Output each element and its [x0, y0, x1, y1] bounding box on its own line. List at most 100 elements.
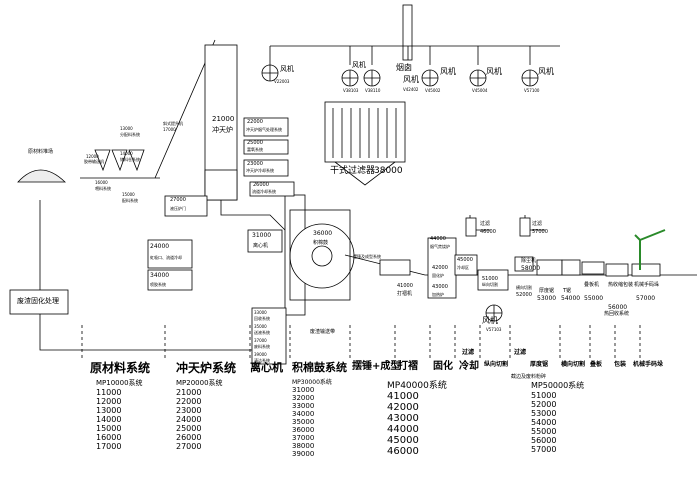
dry-filter	[324, 101, 406, 163]
code-label: 31000	[252, 232, 272, 239]
code-label: 39000	[254, 352, 267, 357]
mp-item: 56000	[531, 436, 557, 445]
robot-arm	[634, 229, 666, 270]
code-label: 37000	[254, 338, 267, 343]
system-name: 固化	[433, 361, 453, 372]
mp-title: MP50000系统	[531, 381, 585, 390]
mp-item: 15000	[96, 424, 122, 433]
system-name: 包装	[614, 361, 627, 368]
conveyor	[80, 39, 216, 179]
fan-code: V38110	[365, 88, 381, 93]
code-label: 14000	[120, 151, 133, 156]
caption: 喷胶系统	[150, 282, 166, 287]
caption: 清洁系统	[254, 358, 270, 363]
cupola-code: 21000	[212, 115, 235, 123]
chimney	[402, 4, 413, 61]
mp-item: 26000	[176, 433, 202, 442]
mp-item: 14000	[96, 415, 122, 424]
code-label: 54000	[561, 295, 581, 302]
top-duct	[269, 45, 560, 65]
filter-name: 干式过滤器	[330, 166, 376, 176]
mp-item: 42000	[387, 402, 419, 413]
fan-label: 风机	[280, 65, 294, 73]
section-separators	[81, 325, 641, 360]
code-label: 27000	[170, 197, 186, 203]
mp-item: 38000	[292, 442, 315, 450]
code-label: 24000	[150, 243, 170, 250]
caption: 离心机	[253, 243, 269, 249]
mp-item: 45000	[387, 435, 419, 446]
fan-icon	[341, 69, 359, 87]
code-label: 36000	[313, 230, 333, 237]
caption: 除尘机	[521, 258, 537, 264]
caption: 叠板机	[584, 282, 600, 288]
mp-item: 21000	[176, 388, 202, 397]
caption: 冷却区	[457, 265, 469, 270]
caption: 配料系统	[122, 198, 138, 203]
caption: 储料仓系统	[120, 157, 140, 162]
fan-label: 风机	[482, 316, 498, 325]
code-label: 57000	[636, 295, 656, 302]
fan-code: V57100	[524, 88, 540, 93]
mp-group: MP20000系统 21000 22000 23000 24000 25000 …	[176, 378, 223, 451]
caption: 打褶机	[397, 291, 413, 297]
mp-group: MP50000系统 51000 52000 53000 54000 55000 …	[531, 380, 584, 454]
system-name: 过滤	[514, 349, 527, 356]
caption: 回收系统	[254, 316, 270, 321]
caption: 横向切割	[516, 285, 532, 290]
code-label: 35000	[254, 324, 267, 329]
system-name: 叠板	[590, 361, 603, 368]
mp-item: 51000	[531, 391, 557, 400]
fan-label: 风机	[403, 75, 419, 84]
mp-item: 33000	[292, 402, 315, 410]
code-label: 44000	[430, 236, 446, 242]
caption: 热回收系统	[604, 311, 630, 317]
mp-item: 22000	[176, 397, 202, 406]
crimper	[379, 259, 411, 276]
system-name: 厚度锯	[530, 361, 549, 368]
fan-code: V22003	[274, 79, 290, 84]
mp-item: 13000	[96, 406, 122, 415]
mp-title: MP10000系统	[96, 379, 143, 387]
caption: 废渣输送带	[310, 329, 336, 335]
system-name: 原材料系统	[90, 361, 151, 375]
mp-item: 24000	[176, 415, 202, 424]
fan-icon	[469, 69, 487, 87]
caption: 分配料系统	[120, 132, 140, 137]
fan-code: V57103	[486, 327, 502, 332]
mp-item: 53000	[531, 409, 557, 418]
stockyard-pile	[17, 169, 66, 183]
caption: T锯	[563, 288, 572, 294]
mp-item: 31000	[292, 386, 315, 394]
code-label: 17000	[163, 127, 176, 132]
code-label: 13000	[120, 126, 133, 131]
cooling-zone	[454, 254, 478, 276]
fan-code: V42402	[403, 87, 419, 92]
code-label: 33000	[254, 310, 267, 315]
code-label: 53000	[537, 295, 557, 302]
caption: 虹吸口、流道冷却	[150, 255, 182, 260]
mp-item: 32000	[292, 394, 315, 402]
fan-code: V38103	[343, 88, 359, 93]
caption: 流道冷却系统	[252, 189, 276, 194]
fan-icon	[521, 69, 539, 87]
code-label: 15000	[122, 192, 135, 197]
fan-label: 风机	[486, 67, 502, 76]
system-name: 过滤	[462, 349, 475, 356]
system-name: 机械手码垛	[633, 361, 664, 368]
code-label: 51000	[482, 276, 498, 282]
chimney-label: 烟囱	[396, 63, 412, 72]
code-label: 23000	[247, 161, 263, 167]
code-label: 56000	[608, 304, 628, 311]
mp-item: 35000	[292, 418, 315, 426]
mp-item: 11000	[96, 388, 122, 397]
code-label: 41000	[397, 283, 413, 289]
mp-item: 54000	[531, 418, 557, 427]
code-label: 25000	[247, 140, 263, 146]
mp-item: 41000	[387, 391, 419, 402]
system-name: 打褶	[398, 361, 418, 372]
system-name: 纵向切割	[484, 361, 509, 368]
mp-item: 34000	[292, 410, 315, 418]
mp-item: 46000	[387, 446, 419, 457]
mp-item: 27000	[176, 442, 202, 451]
